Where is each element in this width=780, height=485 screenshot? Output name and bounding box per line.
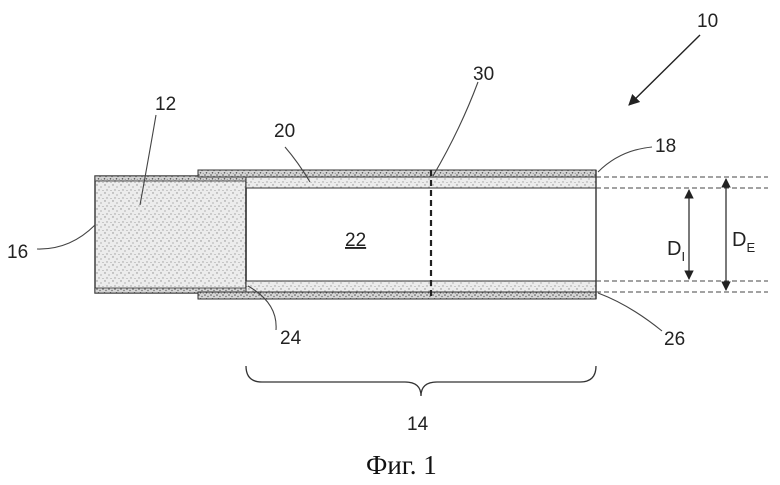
section-brace [246,366,596,396]
ref-plug: 12 [155,94,176,115]
ref-cavity: 22 [345,230,366,251]
ref-plug-end: 16 [7,242,28,263]
ref-section-line: 30 [473,64,494,85]
ref-tube-section: 14 [407,414,429,435]
tube-wall [198,170,596,299]
outer-diameter-label: DE [732,229,755,255]
ref-lining: 20 [274,121,295,142]
device-arrow [629,35,700,105]
leader-plug-end [37,225,95,249]
leader-tube-wall [598,147,652,172]
inner-diameter-label: DI [667,238,685,264]
tube-lining [246,177,596,292]
leader-distal-end [598,293,662,331]
ref-tube-wall: 18 [655,136,676,157]
ref-device: 10 [697,11,718,32]
figure-caption: Фиг. 1 [366,450,437,480]
leader-section-line [433,82,478,176]
ref-distal-end: 26 [664,329,685,350]
ref-joint-end: 24 [280,328,302,349]
plug-element [95,176,246,293]
